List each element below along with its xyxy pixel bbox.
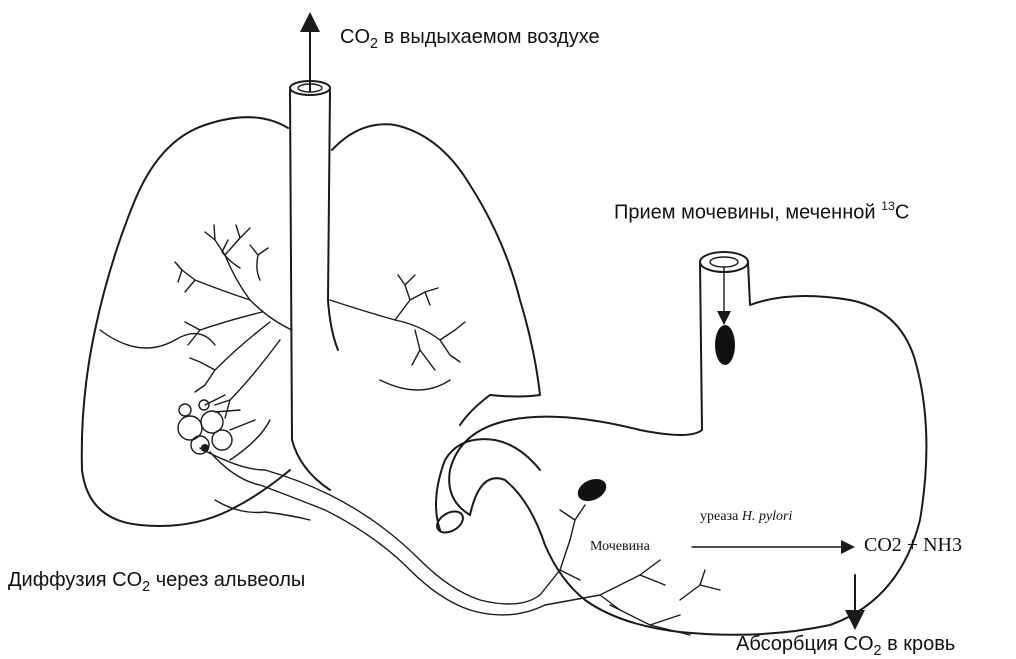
urea-capsule-lower	[574, 475, 610, 506]
substrate-label: Мочевина	[590, 540, 650, 554]
blood-vessels	[200, 420, 720, 635]
absorption-label: Абсорбция CO2 в кровь	[736, 634, 955, 658]
right-bronchial-tree	[330, 275, 465, 370]
exhaled-co2-label: CO2 в выдыхаемом воздухе	[340, 27, 600, 51]
products-label: CO2 + NH3	[864, 535, 962, 555]
right-lung-fissure	[380, 380, 450, 390]
urea-capsule-upper	[715, 325, 735, 365]
diffusion-label: Диффузия CO2 через альвеолы	[8, 570, 305, 594]
left-lung	[82, 117, 290, 526]
right-lung	[332, 124, 540, 425]
trachea	[290, 81, 338, 490]
enzyme-label: уреаза H. pylori	[700, 510, 792, 524]
stomach	[433, 252, 926, 635]
left-bronchial-tree	[175, 225, 292, 418]
urea-intake-label: Прием мочевины, меченной 13C	[614, 200, 909, 223]
